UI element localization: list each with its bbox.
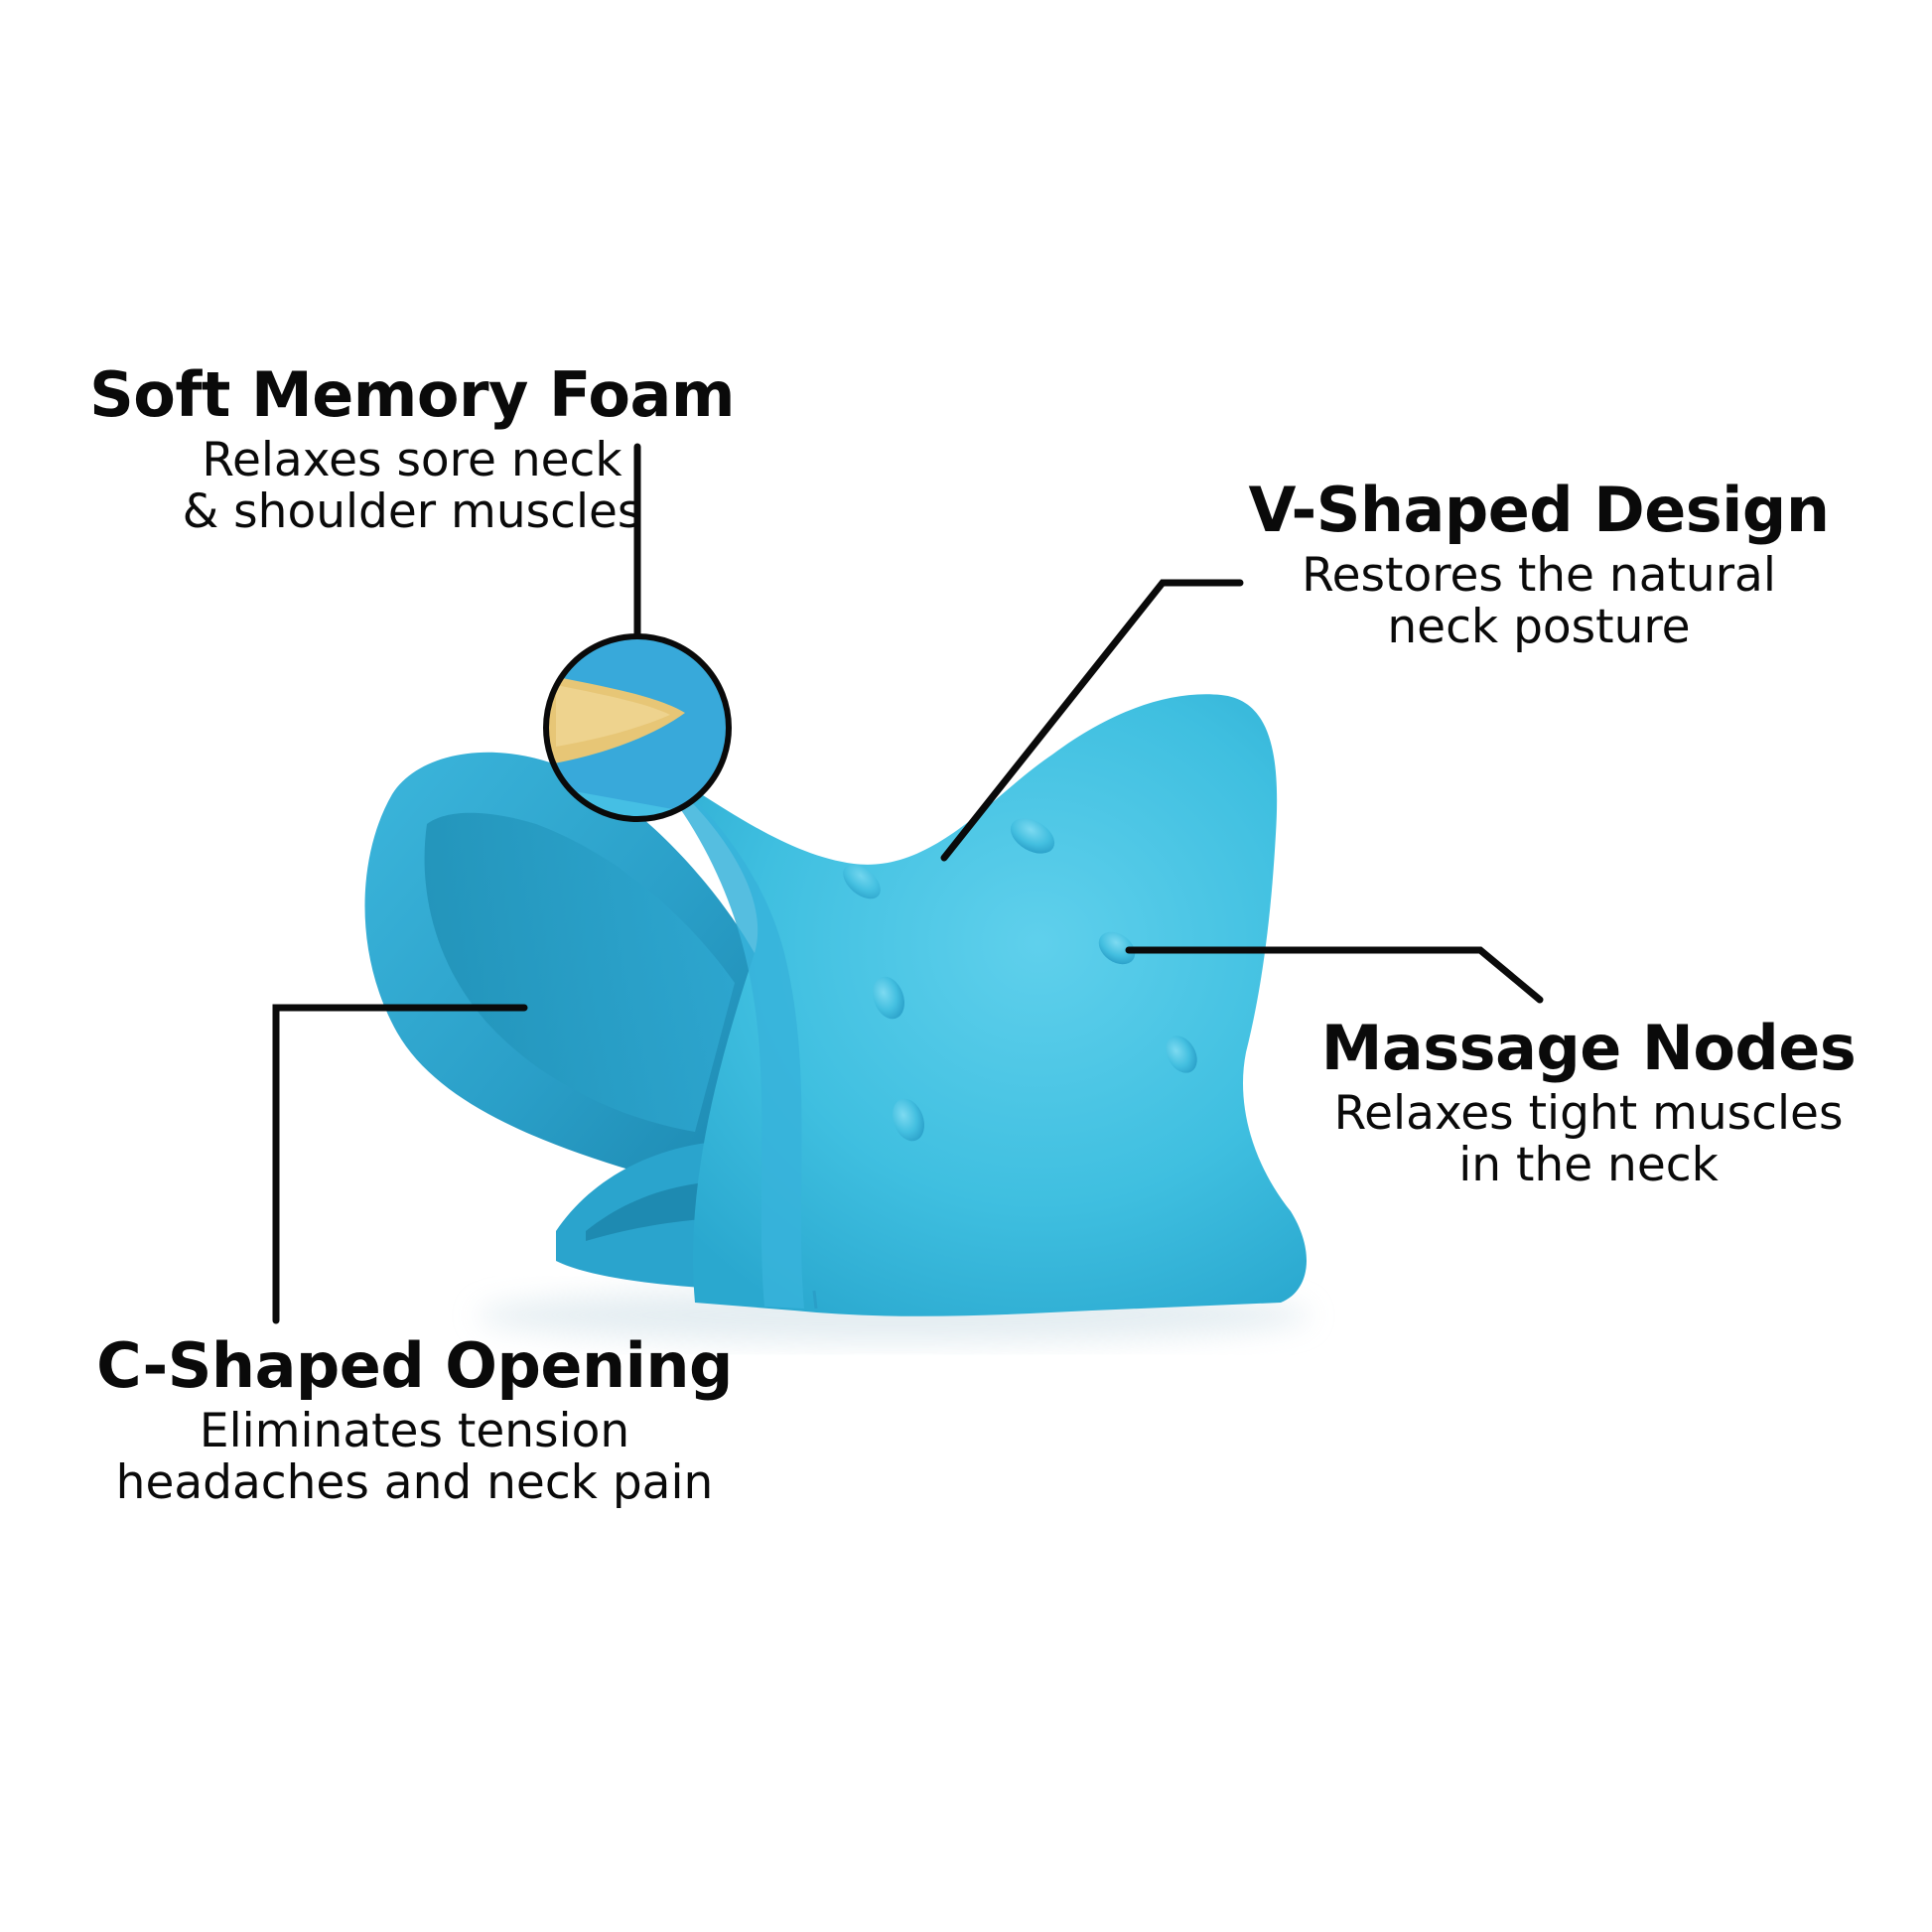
feature-title: Massage Nodes: [1320, 1012, 1857, 1084]
feature-description-line: Restores the natural: [1302, 548, 1776, 603]
massage-node: [843, 864, 881, 899]
feature-v-shaped-design: V-Shaped Design Restores the natural nec…: [1241, 475, 1837, 653]
feature-description-line: Eliminates tension: [199, 1404, 630, 1458]
feature-title: Soft Memory Foam: [89, 358, 735, 431]
feature-description-line: neck posture: [1387, 600, 1691, 654]
feature-description-line: headaches and neck pain: [115, 1455, 714, 1510]
feature-description-line: in the neck: [1458, 1138, 1719, 1192]
feature-description-line: Relaxes sore neck: [202, 433, 622, 487]
leader-line-c-shaped-opening: [272, 1004, 528, 1324]
leader-line-v-shaped-design: [940, 579, 1244, 862]
feature-soft-memory-foam: Soft Memory Foam Relaxes sore neck & sho…: [79, 359, 745, 538]
leader-line-massage-nodes: [1125, 946, 1544, 1004]
massage-nodes: [843, 818, 1197, 1142]
massage-node: [1166, 1035, 1197, 1073]
massage-node: [893, 1098, 924, 1142]
pillow-body: [635, 694, 1308, 1316]
feature-title: V-Shaped Design: [1248, 474, 1830, 546]
foam-detail-lens: [543, 633, 732, 822]
massage-node: [1010, 818, 1055, 854]
feature-c-shaped-opening: C-Shaped Opening Eliminates tension head…: [84, 1330, 745, 1509]
massage-node: [1098, 931, 1136, 965]
feature-massage-nodes: Massage Nodes Relaxes tight muscles in t…: [1311, 1013, 1866, 1191]
feature-description-line: Relaxes tight muscles: [1333, 1086, 1844, 1141]
feature-description-line: & shoulder muscles: [182, 484, 642, 539]
massage-node: [873, 976, 904, 1020]
feature-title: C-Shaped Opening: [96, 1329, 733, 1402]
